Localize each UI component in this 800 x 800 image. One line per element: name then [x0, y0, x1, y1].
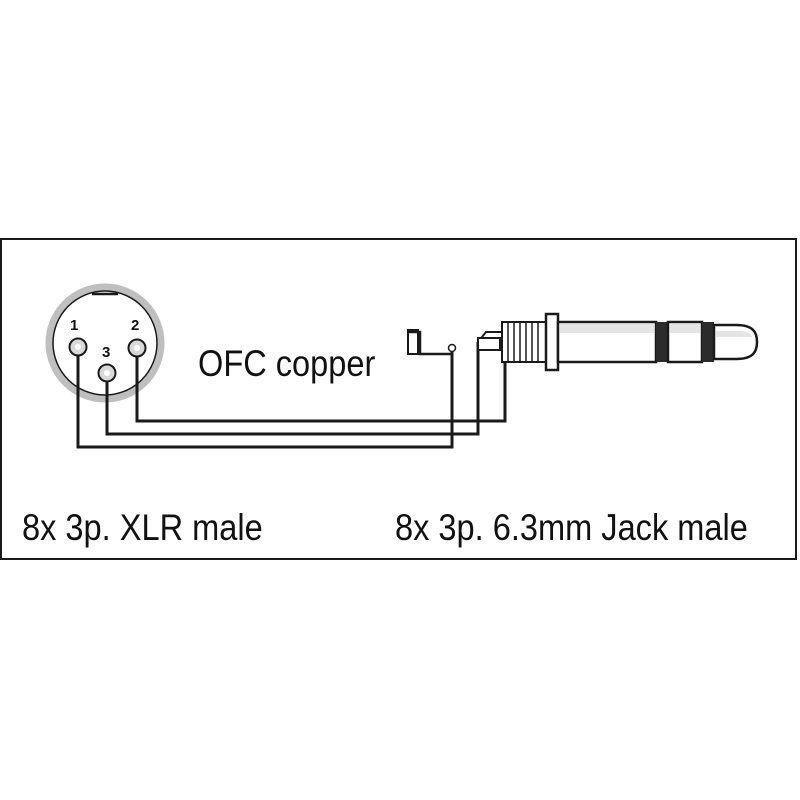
jack-flange [544, 312, 560, 372]
wires [76, 338, 507, 449]
wire-pin-2 [135, 338, 507, 423]
jack-connector-caption: 8x 3p. 6.3mm Jack male [395, 507, 748, 548]
xlr-connector-icon: 1 2 3 [45, 283, 165, 403]
wire-pin-1 [76, 348, 454, 449]
wire-pin-3 [105, 342, 480, 436]
pin-label-3: 3 [102, 344, 110, 361]
jack-tip-lug [408, 330, 452, 356]
pin-label-1: 1 [70, 317, 78, 334]
xlr-inner-ring [52, 290, 158, 396]
jack-tip-solder-point [447, 343, 457, 353]
xlr-outer-ring [45, 283, 165, 403]
jack-insulator-1 [656, 322, 668, 362]
xlr-pin-3 [97, 363, 117, 383]
xlr-pin-1 [68, 337, 88, 357]
pin-label-2: 2 [131, 317, 139, 334]
xlr-pin-2 [127, 338, 147, 358]
xlr-connector-caption: 8x 3p. XLR male [22, 507, 263, 548]
cable-type-label: OFC copper [198, 343, 376, 384]
jack-tip [712, 323, 759, 361]
jack-insulator-2 [702, 322, 714, 362]
jack-plug-icon [407, 312, 759, 372]
